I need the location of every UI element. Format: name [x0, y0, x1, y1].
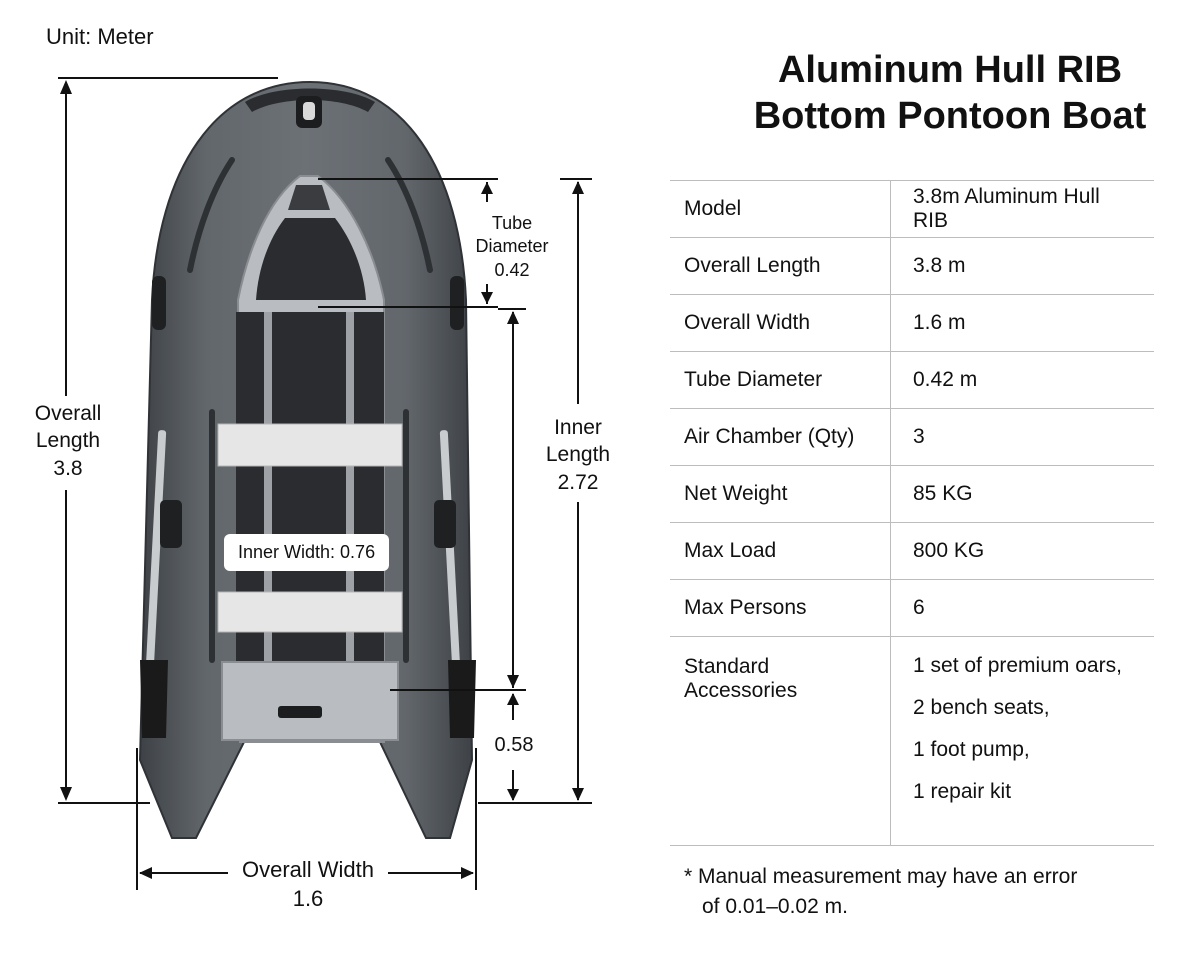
side-handle-left — [152, 276, 166, 330]
note-line-2: of 0.01–0.02 m. — [702, 895, 848, 918]
spec-value: 800 KG — [890, 522, 1154, 580]
oarlock-left — [160, 500, 182, 548]
overall-width-label: Overall Width 1.6 — [228, 856, 388, 913]
spec-key: Tube Diameter — [670, 351, 891, 409]
accessory-item: 1 repair kit — [913, 780, 1012, 803]
overall-width-label-text: Overall Width — [241, 857, 375, 882]
spec-value: 3.8 m — [890, 237, 1154, 295]
inner-length-label-line-1: Inner — [554, 416, 602, 439]
inner-length-label: Inner Length 2.72 — [530, 414, 626, 496]
overall-width-value: 1.6 — [292, 885, 324, 911]
spec-value: 0.42 m — [890, 351, 1154, 409]
dimension-lines — [58, 77, 592, 890]
inner-length-label-line-2: Length — [545, 443, 611, 467]
measurement-note: * Manual measurement may have an error o… — [684, 862, 1077, 922]
page-title: Aluminum Hull RIB Bottom Pontoon Boat — [700, 48, 1200, 139]
spec-key: Model — [670, 180, 891, 238]
side-handle-right — [450, 276, 464, 330]
bow-cap — [245, 88, 375, 112]
overall-length-label-line-1: Overall — [34, 402, 102, 425]
spec-value: 1.6 m — [890, 294, 1154, 352]
tube-diameter-label: Tube Diameter 0.42 — [462, 212, 562, 282]
accessories-list: 1 set of premium oars, 2 bench seats, 1 … — [890, 636, 1154, 846]
spec-key: Max Persons — [670, 579, 891, 637]
unit-label: Unit: Meter — [46, 24, 154, 49]
accessory-item: 2 bench seats, — [913, 696, 1050, 719]
bow-locker — [256, 218, 366, 300]
tube-diameter-label-line-2: Diameter — [475, 236, 549, 257]
oarlock-right — [434, 500, 456, 548]
overall-length-value: 3.8 — [53, 456, 83, 480]
transom — [221, 661, 399, 741]
oar-left — [140, 430, 168, 738]
spec-value: 85 KG — [890, 465, 1154, 523]
spec-value: 6 — [890, 579, 1154, 637]
tube-diameter-value: 0.42 — [494, 259, 530, 280]
accessory-item: 1 foot pump, — [913, 738, 1030, 761]
spec-key: Air Chamber (Qty) — [670, 408, 891, 466]
accessory-item: 1 set of premium oars, — [913, 654, 1122, 677]
spec-key: Standard Accessories — [670, 636, 891, 846]
table-row: Air Chamber (Qty)3 — [670, 408, 1154, 466]
spec-value: 3 — [890, 408, 1154, 466]
tube-diameter-label-line-1: Tube — [491, 213, 533, 233]
transom-height-value: 0.58 — [494, 734, 534, 756]
bench-seat-front — [217, 423, 403, 467]
title-line-1: Aluminum Hull RIB — [777, 49, 1123, 91]
boat-diagram — [58, 77, 592, 890]
table-row-accessories: Standard Accessories 1 set of premium oa… — [670, 636, 1154, 846]
bench-seat-rear — [217, 591, 403, 633]
spec-key: Net Weight — [670, 465, 891, 523]
inner-width-label: Inner Width: 0.76 — [224, 534, 390, 571]
inner-length-value: 2.72 — [557, 470, 599, 494]
oar-right — [439, 430, 476, 738]
spec-key: Max Load — [670, 522, 891, 580]
spec-key: Overall Length — [670, 237, 891, 295]
overall-length-label: Overall Length 3.8 — [18, 400, 118, 482]
overall-length-label-line-2: Length — [35, 429, 101, 453]
spec-value: 3.8m Aluminum Hull RIB — [890, 180, 1154, 238]
spec-key: Overall Width — [670, 294, 891, 352]
note-line-1: * Manual measurement may have an error — [684, 865, 1078, 888]
title-line-2: Bottom Pontoon Boat — [753, 94, 1147, 137]
